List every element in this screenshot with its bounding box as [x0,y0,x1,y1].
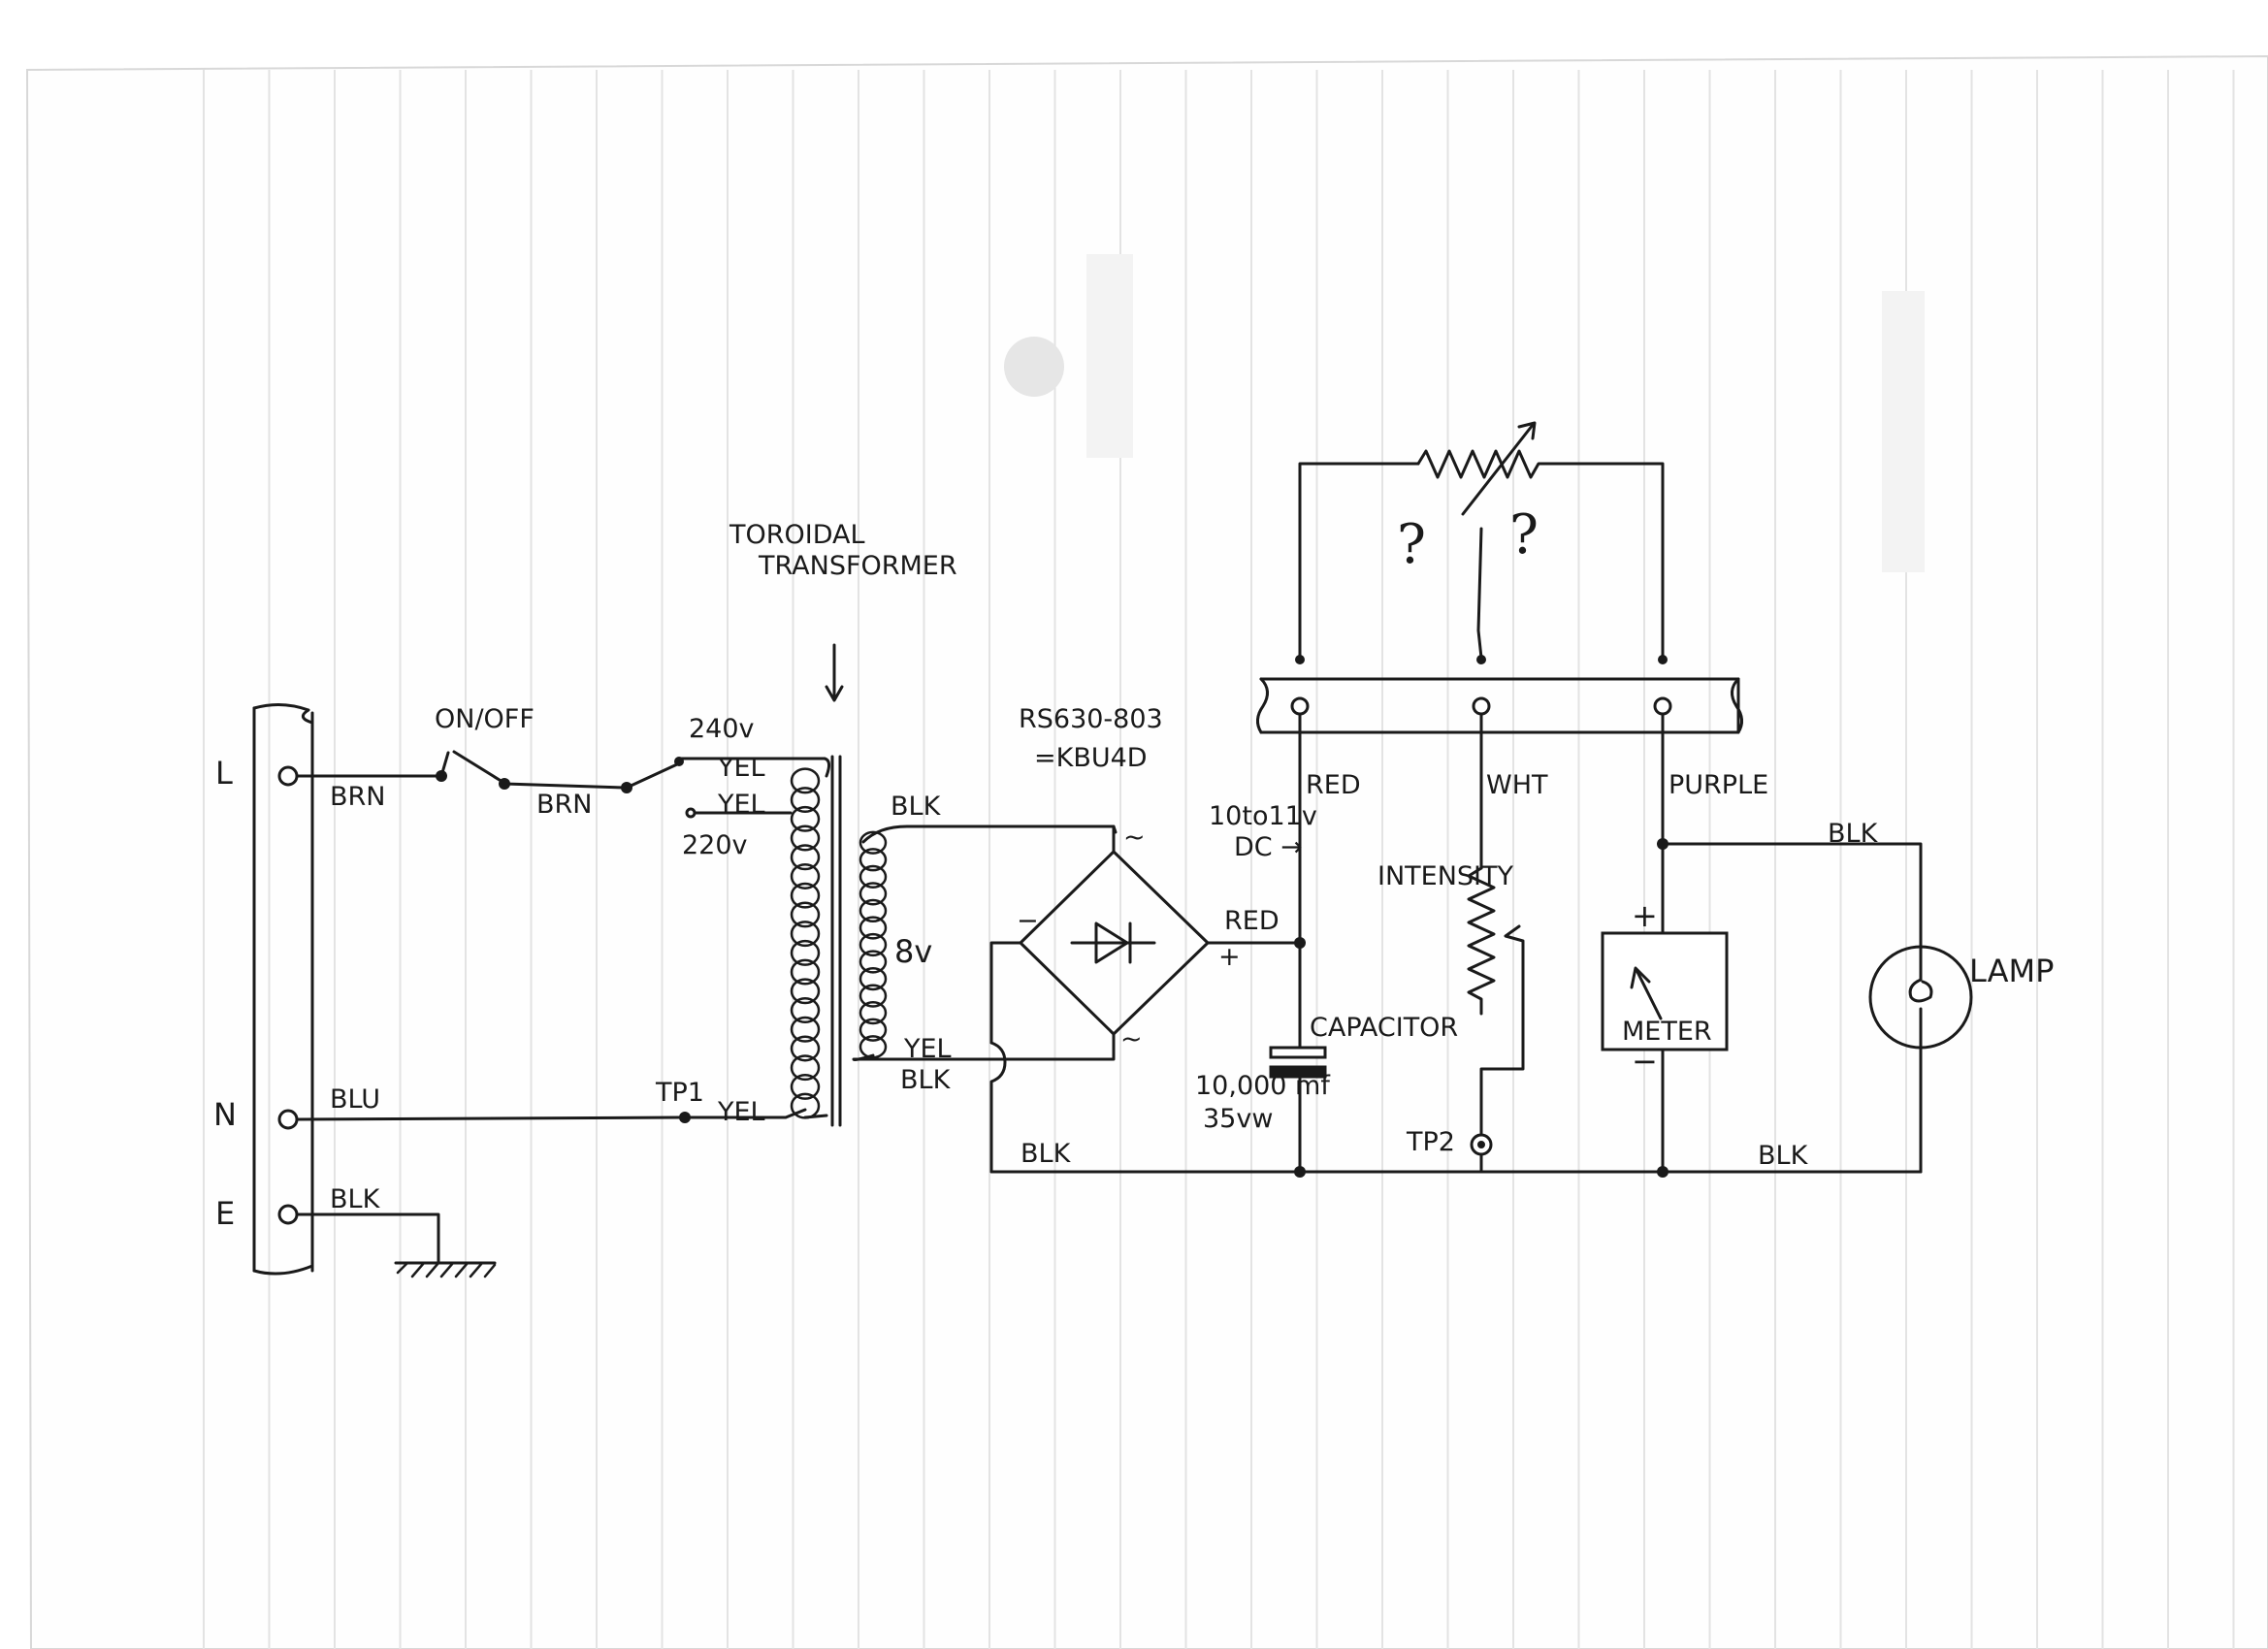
secondary-voltage-label: 8v [894,933,932,970]
bridge-plus-label: + [1218,942,1241,972]
terminal-e-screw [277,1204,299,1225]
positive-rail: RED 10to11v DC → CAPACITOR 10,000 mf 35v… [1195,711,1458,1178]
terminal-n-screw [277,1109,299,1130]
tape-strip-left [1086,254,1133,458]
secondary-winding [859,830,888,1059]
wire-brn-label-1: BRN [330,782,385,812]
external-variable-resistor: ? ? [1295,421,1668,664]
output-terminal-strip [1256,677,1743,734]
intensity-potentiometer: WHT INTENSITY TP2 [1377,712,1548,1174]
strip-terminal-red [1290,696,1310,716]
meter-plus-label: + [1632,897,1658,934]
tap-220-label: 220v [682,830,748,860]
capacitor-plate-top [1269,1046,1327,1059]
bridge-minus-label: − [1017,906,1039,936]
wire-blk-bottom-left-label: BLK [1021,1139,1072,1169]
yel-label-3: YEL [903,1034,952,1064]
wire-purple-label: PURPLE [1669,770,1768,800]
wire-brn-label-2: BRN [536,790,592,820]
yel-label-2: YEL [717,790,765,820]
tp2-label: TP2 [1406,1127,1455,1157]
dc-label-line1: 10to11v [1209,801,1317,831]
cap-value-line1: 10,000 mf [1195,1071,1331,1101]
wire-blk-bottom-right-label: BLK [1758,1141,1809,1171]
earth-wiring: BLK [295,1184,497,1278]
tp1-label: TP1 [655,1078,704,1108]
meter-box [1601,931,1729,1051]
secondary-blk-bottom-label: BLK [900,1065,952,1095]
bridge-ac-top-label: ~ [1123,823,1146,853]
meter-minus-label: − [1632,1043,1658,1080]
secondary-blk-top-label: BLK [891,792,942,822]
wire-blk-lamp-top-label: BLK [1828,819,1879,849]
lamp: BLK LAMP [1661,819,2054,1174]
strip-terminal-wht [1472,696,1491,716]
transformer-label-line2: TRANSFORMER [758,551,957,581]
toroidal-transformer: TOROIDAL TRANSFORMER BLK YEL BLK 8v [729,520,1118,1127]
dc-label-line2: DC → [1234,832,1303,862]
cap-value-line2: 35vw [1203,1104,1273,1134]
capacitor-plate-bottom [1269,1065,1327,1079]
meter-label: METER [1622,1017,1712,1047]
wire-blk-earth-label: BLK [330,1184,381,1214]
lamp-label: LAMP [1969,953,2054,989]
switch-label: ON/OFF [435,704,535,734]
yel-label-1: YEL [717,753,765,783]
punch-hole [1004,337,1064,397]
bridge-ac-bottom-label: ~ [1120,1024,1143,1054]
ruled-lines [203,70,2235,1649]
transformer-label-line1: TOROIDAL [729,520,865,550]
wire-wht-label: WHT [1486,770,1548,800]
terminal-l-label: L [215,755,233,792]
yel-label-4: YEL [717,1097,765,1127]
tap-240-label: 240v [689,714,755,744]
question-mark-left: ? [1397,513,1426,576]
terminal-n-label: N [213,1096,237,1133]
strip-terminal-purple [1653,696,1672,716]
terminal-l-screw [277,765,299,787]
question-mark-right: ? [1509,503,1539,566]
wire-blu-label: BLU [330,1084,380,1115]
bridge-part-label-line1: RS630-803 [1019,704,1163,734]
wire-red-out-label: RED [1224,906,1280,936]
wire-red-top-label: RED [1306,770,1361,800]
terminal-e-label: E [215,1195,235,1232]
bridge-part-label-line2: =KBU4D [1034,743,1148,773]
tape-strip-right [1882,291,1925,572]
mains-terminal-block: L N E [213,703,314,1276]
bridge-rectifier: RS630-803 =KBU4D ~ ~ − + RED [978,704,1302,1174]
panel-meter: PURPLE + − METER [1601,712,1768,1174]
live-wiring: BRN BRN ON/OFF 240v YEL YEL 220v [295,704,826,860]
intensity-label: INTENSITY [1377,861,1514,891]
capacitor-label: CAPACITOR [1310,1013,1458,1043]
negative-rail: BLK BLK [989,1139,1923,1178]
switch-lever [452,750,504,784]
